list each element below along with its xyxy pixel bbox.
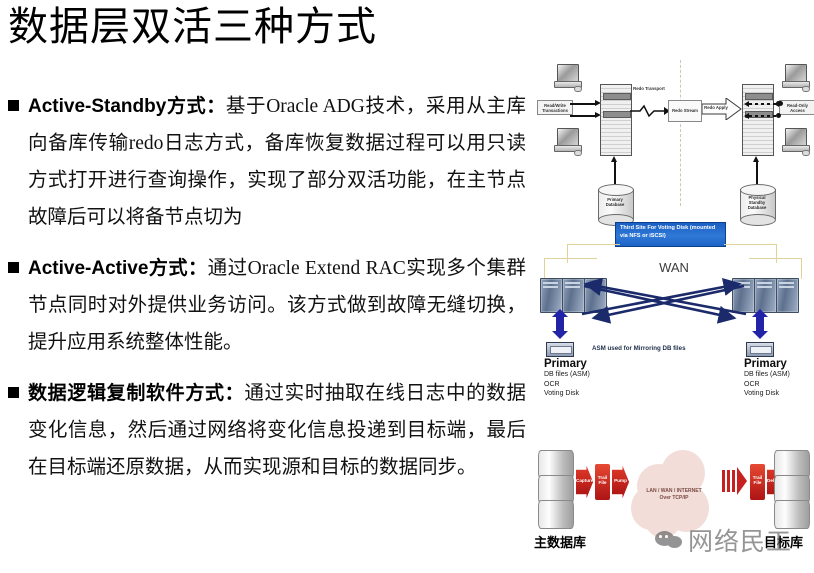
bracket-left bbox=[567, 244, 620, 263]
oracle-extended-rac-diagram: Third Site For Voting Disk (mounted via … bbox=[534, 212, 814, 397]
site-caption-right: Primary DB files (ASM) OCR Voting Disk bbox=[744, 358, 790, 399]
label-redo-transport: Redo Transport bbox=[633, 86, 665, 91]
standby-instance-icon bbox=[742, 84, 774, 156]
arrow-standby-db-up bbox=[753, 156, 759, 184]
client-pc-icon bbox=[554, 128, 582, 158]
trail-file-box-source: Trail File bbox=[595, 464, 610, 500]
bullet-sep-2: ： bbox=[188, 258, 208, 279]
asm-mirroring-note: ASM used for Mirroring DB files bbox=[592, 345, 686, 352]
label-primary-database: Primary Database bbox=[605, 197, 625, 208]
label-redo-apply: Redo Apply bbox=[704, 105, 728, 110]
bullet-rest-3: 通过实时抽取在线日志中的数据变化信息，然后通过网络将变化信息投递到目标端，最后在… bbox=[28, 383, 526, 478]
label-read-only-access: Read-Only Access bbox=[779, 100, 814, 116]
site-item: DB files (ASM) bbox=[744, 371, 790, 378]
cloud-label-line2: Over TCP/IP bbox=[659, 494, 689, 501]
site-caption-left: Primary DB files (ASM) OCR Voting Disk bbox=[544, 358, 590, 399]
server-rack-icon bbox=[776, 278, 799, 313]
pump-process-arrow: Pump bbox=[612, 466, 629, 498]
logical-replication-goldengate-diagram: Capture Trail File Pump LAN / WAN / INTE… bbox=[532, 430, 814, 570]
client-pc-icon bbox=[782, 64, 810, 94]
site-item: OCR bbox=[744, 380, 760, 388]
bullet-list: Active-Standby方式：基于Oracle ADG技术，采用从主库向备库… bbox=[6, 88, 526, 500]
storage-link-arrow-right bbox=[751, 309, 768, 339]
bullet-rest-2: 通过Oracle Extend RAC实现多个集群节点同时对外提供业务访问。该方… bbox=[28, 258, 526, 353]
site-divider bbox=[680, 60, 681, 206]
stage-label-capture: Capture bbox=[576, 478, 594, 483]
arrow-primary-db-up bbox=[611, 156, 617, 184]
primary-instance-icon bbox=[600, 84, 632, 156]
site-item: Voting Disk bbox=[544, 390, 580, 397]
bullet-lead-2: Active-Active方式 bbox=[28, 258, 189, 279]
diagram-column: Read/Write Transactions Redo Transport R… bbox=[530, 0, 814, 573]
bullet-item-active-standby: Active-Standby方式：基于Oracle ADG技术，采用从主库向备库… bbox=[6, 88, 526, 236]
target-database-label: 目标库 bbox=[764, 535, 804, 550]
storage-array-icon bbox=[546, 342, 574, 357]
site-item: DB files (ASM) bbox=[544, 371, 590, 378]
label-physical-standby-database: Physical Standby Database bbox=[747, 195, 767, 211]
client-pc-icon bbox=[554, 64, 582, 94]
bullet-item-logical-replication: 数据逻辑复制软件方式：通过实时抽取在线日志中的数据变化信息，然后通过网络将变化信… bbox=[6, 375, 526, 486]
bullet-marker-icon bbox=[8, 100, 19, 111]
site-name-left: Primary bbox=[544, 358, 587, 370]
client-pc-icon bbox=[782, 128, 810, 158]
bullet-sep-1: ： bbox=[206, 96, 226, 117]
stage-label-pump: Pump bbox=[614, 478, 627, 483]
site-item: Voting Disk bbox=[744, 390, 780, 397]
bullet-marker-icon bbox=[8, 262, 19, 273]
arrow-read-only-upper bbox=[748, 103, 776, 105]
bullet-lead-3: 数据逻辑复制软件方式 bbox=[28, 383, 225, 404]
redo-apply-block-arrow-icon bbox=[702, 98, 742, 120]
source-database-icon bbox=[538, 450, 574, 529]
oracle-data-guard-diagram: Read/Write Transactions Redo Transport R… bbox=[536, 58, 814, 226]
cloud-label-line1: LAN / WAN / INTERNET bbox=[646, 488, 702, 494]
server-rack-icon bbox=[562, 278, 585, 313]
third-site-voting-disk-box: Third Site For Voting Disk (mounted via … bbox=[615, 222, 726, 247]
bullet-rest-1: 基于Oracle ADG技术，采用从主库向备库传输redo日志方式，备库恢复数据… bbox=[28, 96, 526, 228]
standby-database-cylinder: Physical Standby Database bbox=[740, 184, 776, 226]
bullet-marker-icon bbox=[8, 387, 19, 398]
bullet-lead-1: Active-Standby方式 bbox=[28, 96, 207, 117]
cloud-label: LAN / WAN / INTERNET Over TCP/IP bbox=[632, 488, 716, 501]
cross-site-mirror-links bbox=[581, 277, 747, 324]
site-name-right: Primary bbox=[744, 358, 787, 370]
storage-array-icon bbox=[746, 342, 774, 357]
storage-link-arrow-left bbox=[551, 309, 568, 339]
source-database-label: 主数据库 bbox=[534, 535, 587, 550]
arrow-rw-upper bbox=[570, 100, 601, 106]
redo-transport-wave-icon bbox=[630, 104, 670, 118]
wan-label: WAN bbox=[659, 260, 689, 275]
label-read-write-transactions: Read/Write Transactions bbox=[537, 100, 573, 116]
bullet-sep-3: ： bbox=[224, 383, 245, 404]
stage-label-trail-1: Trail File bbox=[597, 475, 608, 486]
page-title: 数据层双活三种方式 bbox=[8, 4, 377, 49]
network-transfer-arrow bbox=[722, 467, 747, 495]
label-redo-stream: Redo Stream bbox=[668, 100, 702, 122]
site-item: OCR bbox=[544, 380, 560, 388]
stage-label-trail-2: Trail File bbox=[752, 475, 763, 486]
bracket-left-2 bbox=[544, 258, 597, 279]
trail-file-box-target: Trail File bbox=[750, 464, 765, 500]
bullet-item-active-active: Active-Active方式：通过Oracle Extend RAC实现多个集… bbox=[6, 250, 526, 361]
capture-process-arrow: Capture bbox=[576, 466, 593, 498]
bracket-right bbox=[724, 244, 777, 263]
arrow-read-only-lower bbox=[748, 115, 776, 117]
arrow-rw-lower bbox=[570, 112, 601, 118]
target-database-icon bbox=[774, 450, 810, 529]
bracket-right-2 bbox=[749, 258, 802, 279]
